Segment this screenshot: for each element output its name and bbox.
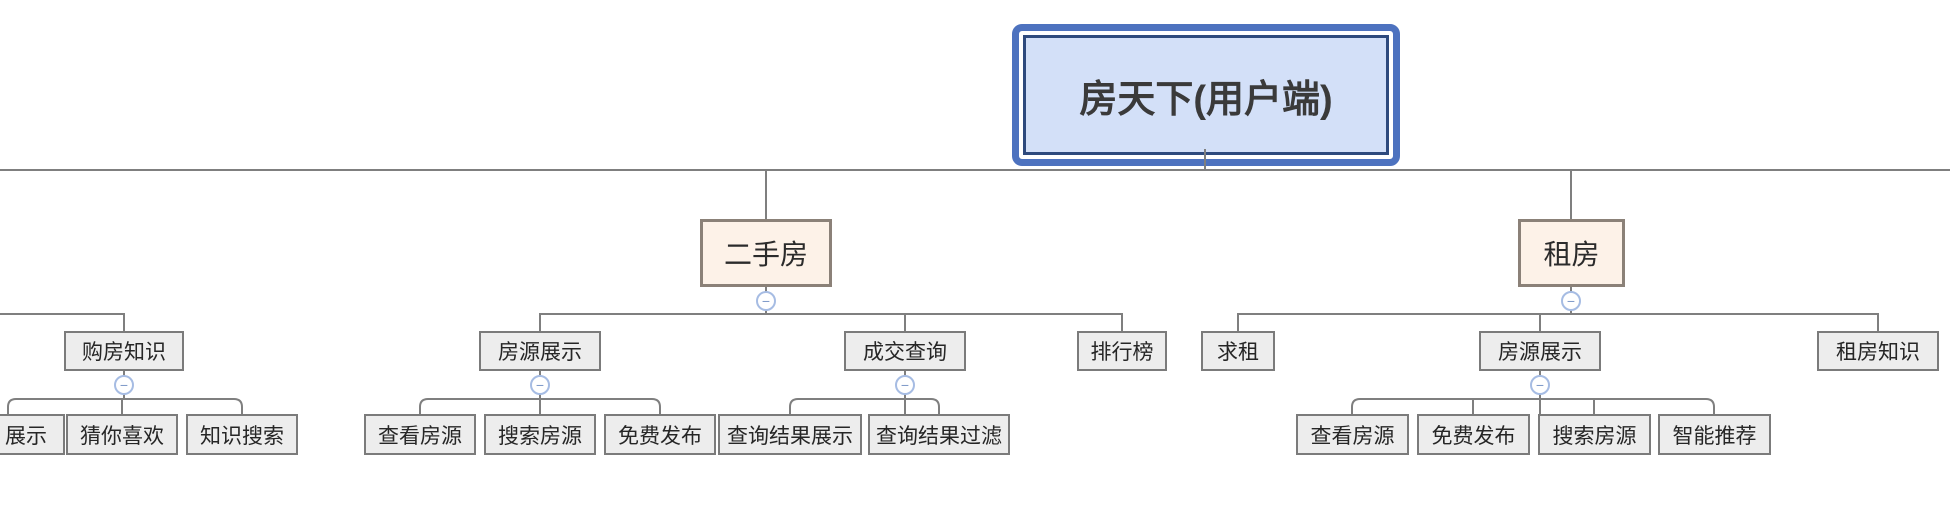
node-seek-rent[interactable]: 求租: [1201, 331, 1275, 371]
leaf-knowledge-search[interactable]: 知识搜索: [186, 414, 298, 455]
connector-secondhand-children: [539, 287, 1123, 331]
collapse-icon[interactable]: −: [756, 291, 776, 311]
leaf-query-result-filter[interactable]: 查询结果过滤: [868, 414, 1010, 455]
collapse-icon[interactable]: −: [1561, 291, 1581, 311]
connector-rent-children: [1237, 287, 1879, 331]
node-listing-display-secondhand[interactable]: 房源展示: [479, 331, 601, 371]
node-deal-query[interactable]: 成交查询: [844, 331, 966, 371]
node-listing-display-rent[interactable]: 房源展示: [1479, 331, 1601, 371]
node-buying-knowledge[interactable]: 购房知识: [64, 331, 184, 371]
connector-left-branch-children: [0, 313, 125, 331]
leaf-search-listings-secondhand[interactable]: 搜索房源: [484, 414, 596, 455]
leaf-guess-you-like[interactable]: 猜你喜欢: [66, 414, 178, 455]
connector-deal-query-children: [789, 371, 940, 414]
collapse-icon[interactable]: −: [1530, 375, 1550, 395]
leaf-smart-recommend[interactable]: 智能推荐: [1658, 414, 1771, 455]
leaf-display-cutoff[interactable]: 展示: [0, 414, 65, 455]
leaf-view-listings-rent[interactable]: 查看房源: [1296, 414, 1409, 455]
collapse-icon[interactable]: −: [114, 375, 134, 395]
collapse-icon[interactable]: −: [895, 375, 915, 395]
branch-renting[interactable]: 租房: [1518, 219, 1625, 287]
node-ranking[interactable]: 排行榜: [1077, 331, 1167, 371]
leaf-query-result-display[interactable]: 查询结果展示: [718, 414, 862, 455]
node-rent-knowledge[interactable]: 租房知识: [1817, 331, 1939, 371]
leaf-free-post-rent[interactable]: 免费发布: [1417, 414, 1530, 455]
root-topic[interactable]: 房天下(用户端): [1023, 35, 1389, 155]
leaf-free-post-secondhand[interactable]: 免费发布: [604, 414, 716, 455]
leaf-view-listings-secondhand[interactable]: 查看房源: [364, 414, 476, 455]
branch-secondhand-house[interactable]: 二手房: [700, 219, 832, 287]
leaf-search-listings-rent[interactable]: 搜索房源: [1538, 414, 1651, 455]
collapse-icon[interactable]: −: [530, 375, 550, 395]
root-selection-ring: [1012, 24, 1400, 166]
